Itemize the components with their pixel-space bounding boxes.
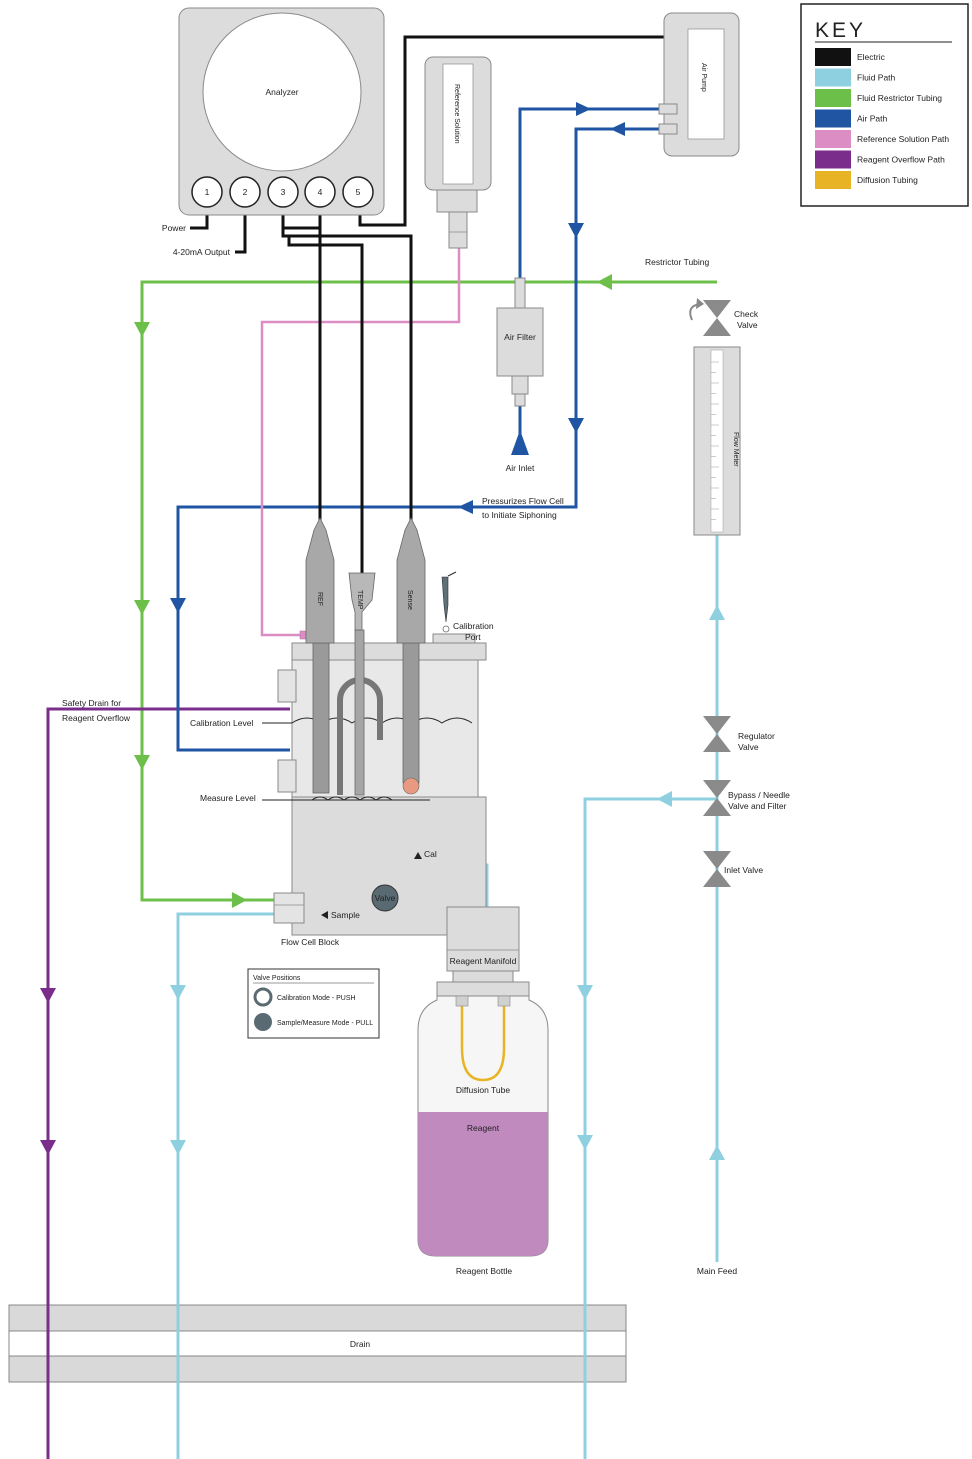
sample-mode-icon [254,1013,272,1031]
ref-label: REF [316,592,323,606]
calibration-level-label: Calibration Level [190,718,253,728]
port-3-label: 3 [281,187,286,197]
key-label: Fluid Path [857,73,896,83]
port-3 [267,176,299,208]
valve-label: Valve [375,893,396,903]
reagent-overflow-path [40,707,290,1459]
restrictor-tubing-label: Restrictor Tubing [645,257,710,267]
key-label: Reagent Overflow Path [857,155,945,165]
valve-positions-title: Valve Positions [253,975,301,982]
key-label: Air Path [857,114,888,124]
electric-wiring [190,35,665,578]
reference-solution-bottle: Reference Solution [424,56,492,249]
analyzer-ports: 1 2 3 4 5 [191,176,374,208]
key-swatch [815,150,851,169]
key-swatch [815,171,851,189]
valve-positions-legend: Valve Positions Calibration Mode - PUSH … [247,968,380,1039]
calibration-port: Calibration Port [432,571,494,644]
sample-mode-label: Sample/Measure Mode - PULL [277,1020,373,1027]
ref-probe: REF [305,517,335,644]
key-label: Fluid Restrictor Tubing [857,93,942,103]
temp-label: TEMP [356,590,363,610]
sample-label: Sample [331,910,360,920]
inlet-valve-label: Inlet Valve [724,865,763,875]
key-swatch [815,48,851,66]
air-pump: Air Pump [658,12,740,157]
flow-meter: Flow Meter [693,346,741,536]
port-4 [304,176,336,208]
regulator-valve-label-1: Regulator [738,731,775,741]
port-4-label: 4 [318,187,323,197]
flow-meter-label: Flow Meter [732,432,739,467]
key-swatch [815,89,851,107]
analyzer-title: Analyzer [265,87,298,97]
sense-label: Sense [406,590,413,610]
check-valve-label-2: Valve [737,320,758,330]
main-feed-label: Main Feed [697,1266,737,1276]
pipette-icon [441,576,449,623]
port-2 [229,176,261,208]
pressurizes-label-1: Pressurizes Flow Cell [482,496,564,506]
flow-cell: Valve Cal Sample [262,629,487,936]
measure-level-label: Measure Level [200,793,256,803]
sense-probe: Sense [396,517,426,644]
key-label: Reference Solution Path [857,134,949,144]
reference-solution-label: Reference Solution [453,84,460,144]
air-pump-label: Air Pump [700,63,707,92]
key-label: Electric [857,52,886,62]
calibration-port-label-2: Port [465,632,481,642]
reagent-bottle-label: Reagent Bottle [456,1266,513,1276]
key-swatch [815,68,851,87]
drain-pipe: Drain [8,1304,627,1383]
bypass-valve: Bypass / Needle Valve and Filter [703,780,790,816]
air-filter: Air Filter Air Inlet [496,277,544,473]
check-valve: Check Valve [689,298,759,336]
check-valve-label-1: Check [734,309,759,319]
power-label: Power [162,223,186,233]
reagent-bottle: Diffusion Tube Reagent Reagent Bottle [417,995,549,1276]
reagent-label: Reagent [467,1123,500,1133]
flow-cell-block-label: Flow Cell Block [281,937,340,947]
pressurizes-label-2: to Initiate Siphoning [482,510,557,520]
port-5-label: 5 [356,187,361,197]
port-2-label: 2 [243,187,248,197]
key-swatch [815,109,851,128]
reagent-manifold-label: Reagent Manifold [450,956,517,966]
regulator-valve-label-2: Valve [738,742,759,752]
bypass-valve-label-1: Bypass / Needle [728,790,790,800]
key-title: KEY [815,19,866,42]
port-5 [342,176,374,208]
air-filter-label: Air Filter [504,332,536,342]
port-1 [191,176,223,208]
inlet-valve: Inlet Valve [703,851,763,887]
regulator-valve: Regulator Valve [703,716,775,752]
analyzer: Analyzer 1 2 3 4 5 Power 4-20mA Output [162,7,385,257]
reagent-manifold: Reagent Manifold [436,906,530,997]
calibration-mode-label: Calibration Mode - PUSH [277,995,356,1002]
safety-drain-label-1: Safety Drain for [62,698,121,708]
port-1-label: 1 [205,187,210,197]
temp-probe: TEMP [348,572,376,631]
diffusion-tube-label: Diffusion Tube [456,1085,510,1095]
safety-drain-label-2: Reagent Overflow [62,713,131,723]
output-label: 4-20mA Output [173,247,231,257]
key-swatch [815,130,851,148]
cal-label: Cal [424,849,437,859]
bypass-valve-label-2: Valve and Filter [728,801,787,811]
key-label: Diffusion Tubing [857,175,918,185]
calibration-mode-icon [253,987,273,1007]
calibration-port-label-1: Calibration [453,621,494,631]
drain-label: Drain [350,1339,371,1349]
air-inlet-label: Air Inlet [506,463,535,473]
